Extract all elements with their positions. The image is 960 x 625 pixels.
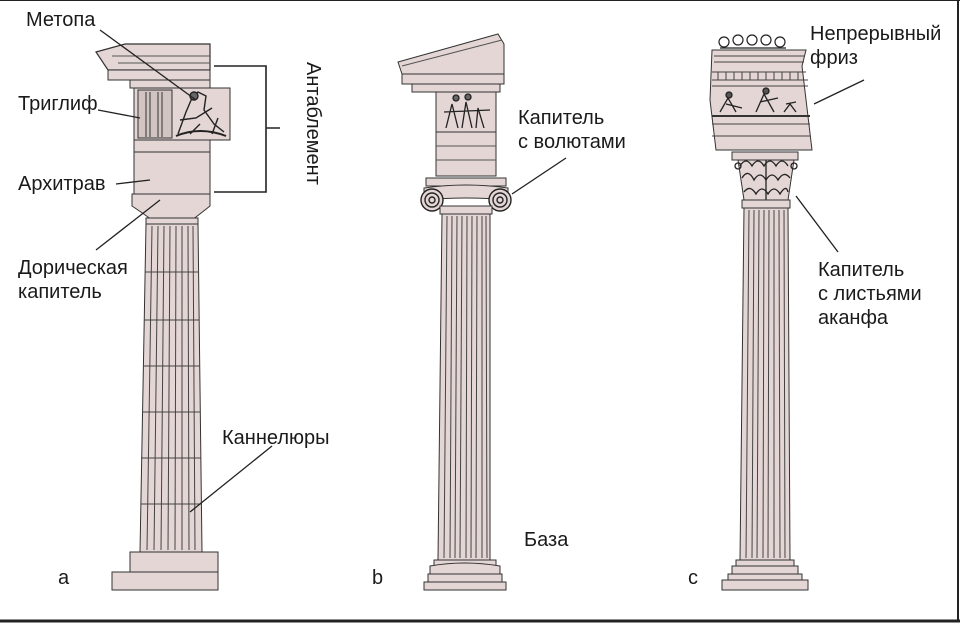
continuous-frieze-relief [719,87,797,113]
triglyph [137,89,173,139]
label-tag-b: b [372,567,384,589]
acanthus-leaves [734,160,798,200]
architrave-leader [115,179,151,185]
label-tag-c: c [688,567,698,589]
label-base: База [524,529,569,551]
metope-relief [175,91,227,137]
ionic-column [397,33,512,591]
corinthian-capital-leader [795,195,839,253]
doric-capital-leader [95,199,161,251]
volute-right [488,188,512,212]
label-continuous-frieze: Непрерывный фриз [810,23,942,69]
label-architrave: Архитрав [18,173,106,195]
label-doric-capital: Дорическая капитель [18,257,128,303]
doric-column [95,43,231,591]
label-ionic-capital: Капитель с волютами [518,107,626,153]
label-triglyph: Триглиф [18,93,98,115]
antefixes [718,34,786,49]
volute-left [420,188,444,212]
ionic-capital-leader [511,157,567,195]
label-metope: Метопа [26,9,96,31]
frieze-leader [813,79,865,105]
label-entablature: Антаблемент [302,62,324,185]
label-corinthian-capital: Капитель с листьями аканфа [818,259,922,329]
corinthian-column [709,34,813,591]
metope-leader [99,29,197,101]
label-tag-a: a [58,567,70,589]
ionic-frieze-relief [443,93,491,129]
entablature-bracket [214,65,280,193]
triglyph-leader [97,109,141,119]
fluting-leader [189,445,273,513]
label-fluting: Каннелюры [222,427,330,449]
